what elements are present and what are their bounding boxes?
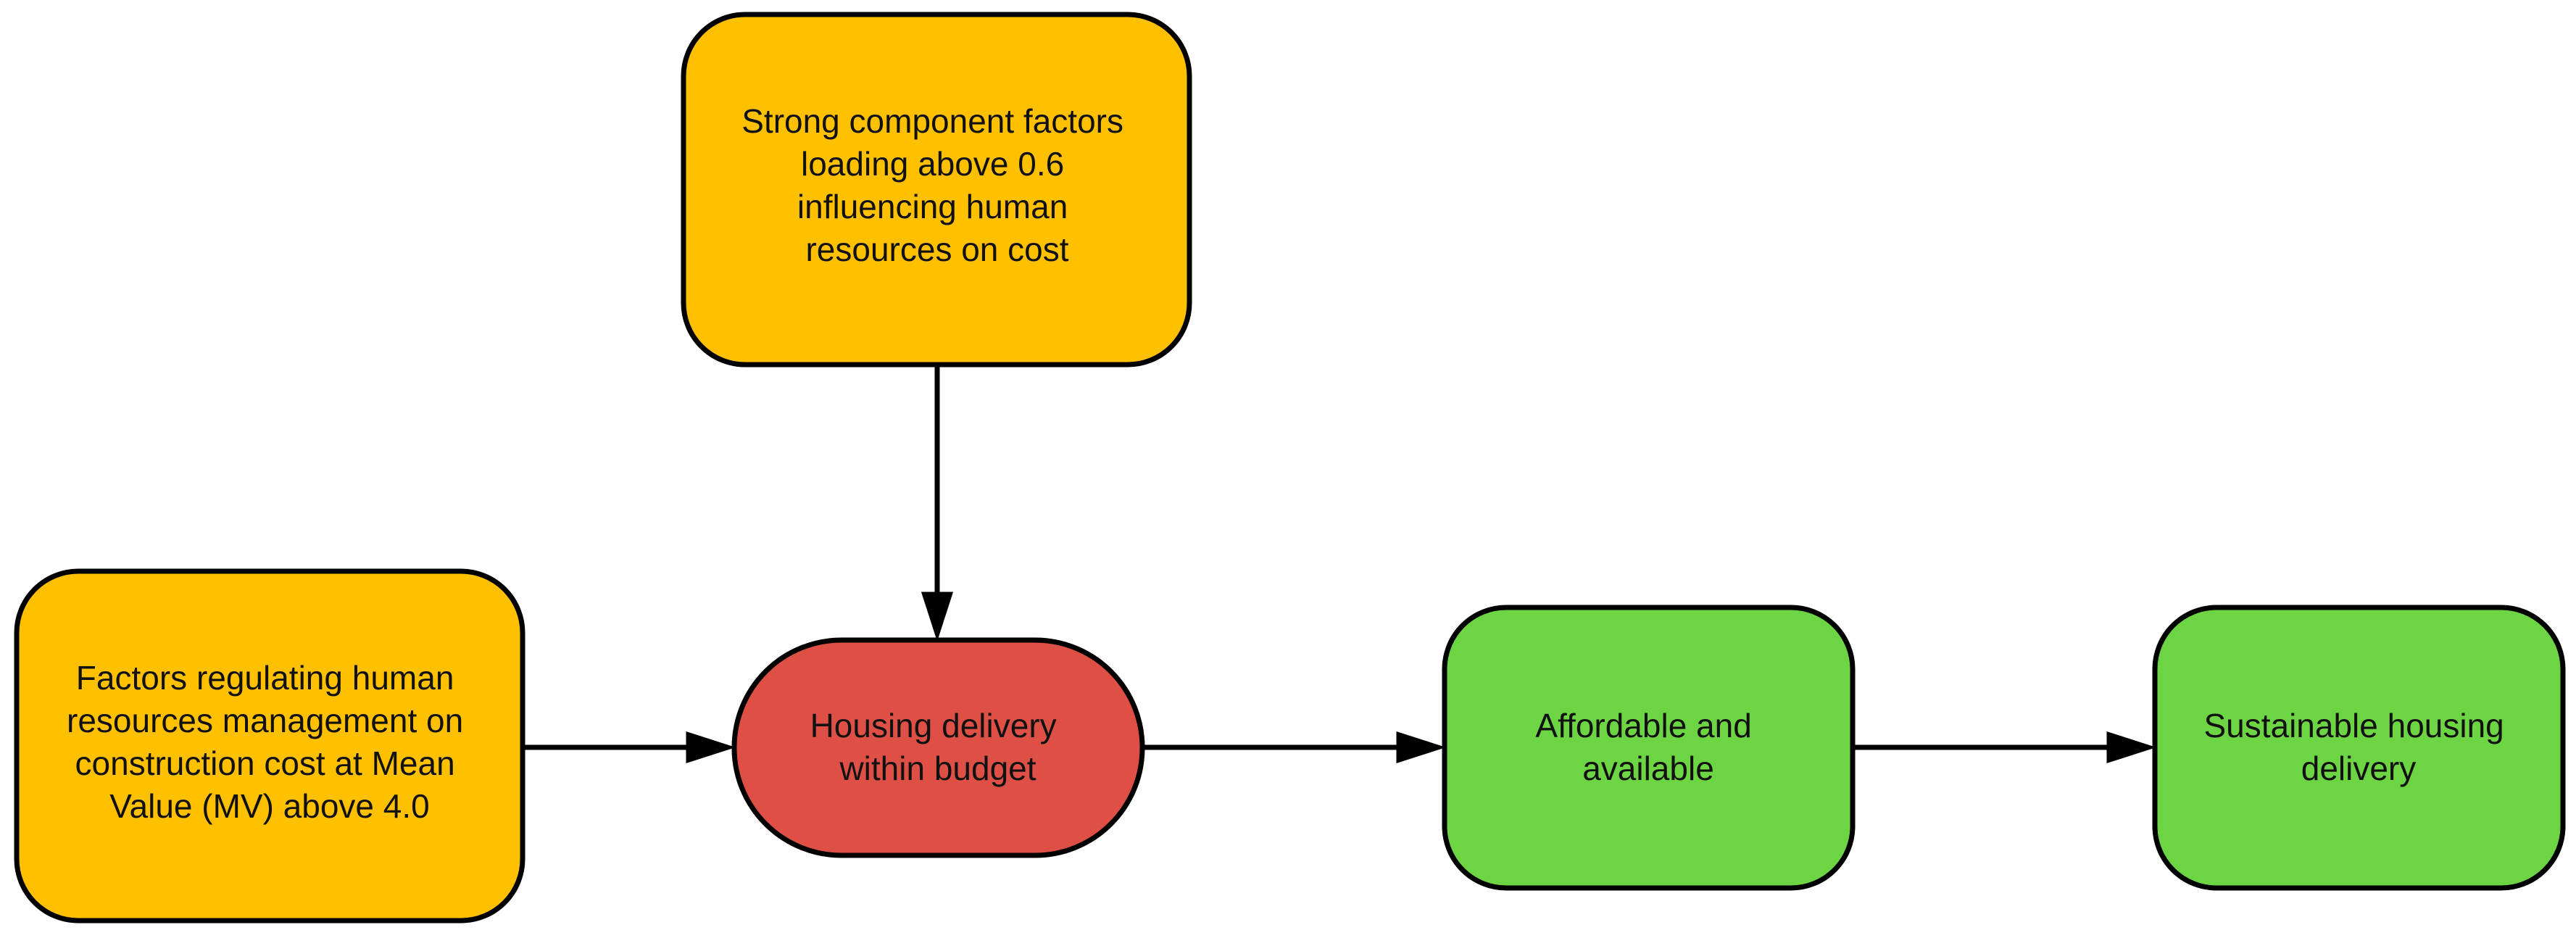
node-strong-component-box — [681, 12, 1192, 368]
node-housing-budget: Housing delivery within budget — [731, 637, 1145, 858]
node-sustainable-label: Sustainable housing delivery — [2203, 707, 2513, 787]
node-factors-regulating-box — [14, 568, 525, 924]
node-factors-regulating: Factors regulating human resources manag… — [14, 568, 525, 924]
edge-affordable-to-sustainable — [1853, 731, 2156, 764]
node-factors-regulating-label: Factors regulating human resources manag… — [67, 659, 473, 825]
node-sustainable: Sustainable housing delivery — [2152, 605, 2566, 891]
node-affordable-box — [1442, 605, 1856, 891]
edges — [523, 366, 2156, 764]
edge-factors-regulating-to-housing-budget — [523, 731, 736, 764]
edge-strong-component-to-housing-budget — [921, 366, 954, 642]
node-affordable-label: Affordable and available — [1535, 707, 1761, 787]
node-housing-budget-box — [731, 637, 1145, 858]
node-strong-component-label: Strong component factors loading above 0… — [741, 102, 1133, 268]
node-housing-budget-label: Housing delivery within budget — [810, 707, 1066, 787]
edge-housing-budget-to-affordable — [1143, 731, 1446, 764]
node-strong-component: Strong component factors loading above 0… — [681, 12, 1192, 368]
node-sustainable-box — [2152, 605, 2566, 891]
node-affordable: Affordable and available — [1442, 605, 1856, 891]
